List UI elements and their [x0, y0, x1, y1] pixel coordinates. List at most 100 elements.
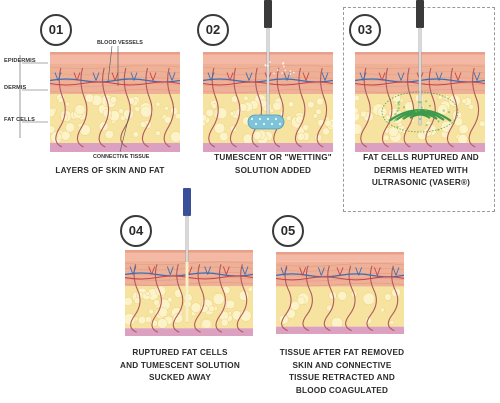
- solution-droplet: [258, 117, 262, 121]
- fat-cell: [139, 121, 147, 128]
- fat-cell: [157, 318, 168, 329]
- connective-strand: [76, 67, 88, 148]
- vessel-branch: [148, 266, 156, 275]
- ruptured-fat-fragment: [437, 128, 440, 131]
- ruptured-fat-fragment: [396, 126, 399, 129]
- vessel-branch: [129, 266, 137, 275]
- step-3-number: 03: [349, 14, 381, 46]
- fat-cell: [132, 131, 140, 138]
- fat-cell: [272, 101, 282, 111]
- fat-cell: [322, 127, 330, 136]
- fat-cell: [50, 125, 56, 134]
- fat-cell: [286, 115, 292, 121]
- panel-1-tissue: [50, 52, 180, 152]
- connective-strand: [360, 67, 371, 148]
- connective-strand: [294, 67, 306, 148]
- vessel-branch: [355, 267, 363, 276]
- ruptured-fat-fragment: [442, 109, 445, 112]
- muscle-band: [125, 328, 253, 336]
- ruptured-fat-fragment: [402, 106, 406, 109]
- fat-cell: [389, 320, 395, 325]
- panel-5-tissue: [276, 252, 404, 334]
- ruptured-fat-fragment: [393, 119, 396, 122]
- ruptured-fat-fragment: [394, 118, 398, 121]
- connective-strand: [208, 67, 219, 148]
- ruptured-fat-fragment: [397, 107, 400, 110]
- vessel-branch: [299, 267, 307, 276]
- tumescent-solution: [247, 114, 285, 130]
- fat-cell: [384, 293, 392, 301]
- vessel-branch: [130, 72, 138, 81]
- vessel-branch: [168, 72, 176, 81]
- fat-cell: [355, 123, 363, 135]
- ruptured-fat-fragment: [437, 120, 440, 123]
- fat-cell: [213, 122, 226, 134]
- fat-cell: [203, 113, 208, 123]
- fat-cell: [109, 96, 118, 104]
- fat-cell: [443, 94, 450, 101]
- aspirate-column: [185, 262, 189, 322]
- fat-cell: [316, 97, 324, 106]
- fat-cell: [448, 94, 461, 107]
- connective-strand: [316, 67, 328, 148]
- ruptured-fat-fragment: [397, 101, 400, 104]
- fat-cell: [314, 133, 323, 142]
- fat-cell: [296, 132, 306, 141]
- connective-strand: [215, 264, 226, 333]
- fat-cell: [218, 131, 229, 142]
- fat-cell: [437, 95, 443, 100]
- fat-cell: [243, 95, 249, 101]
- ruptured-fat-fragment: [420, 106, 424, 109]
- epidermis-layer: [276, 252, 404, 262]
- vessel-branch: [321, 72, 329, 81]
- fat-cell: [307, 101, 315, 109]
- vessel-branch: [241, 266, 249, 275]
- fat-cell: [457, 134, 469, 145]
- fat-cell: [315, 108, 322, 116]
- vessel-branch: [378, 72, 386, 81]
- fat-cell: [478, 120, 485, 128]
- ruptured-fat-fragment: [418, 109, 421, 112]
- vessel-branch: [226, 72, 234, 81]
- fat-cell: [458, 124, 469, 135]
- epidermis-layer: [125, 250, 253, 261]
- fat-cell: [190, 302, 202, 314]
- epidermis-layer: [50, 52, 180, 64]
- vessel-branch: [92, 72, 100, 81]
- fat-cell: [118, 108, 124, 115]
- fat-cell: [337, 291, 348, 301]
- connective-strand: [98, 67, 110, 148]
- solution-droplet: [254, 122, 258, 126]
- connective-strand: [130, 264, 141, 333]
- vessel-branch: [435, 72, 443, 81]
- connective-strand: [229, 67, 241, 148]
- vaser-probe-cannula: [418, 27, 422, 126]
- fat-cell: [247, 286, 253, 292]
- ruptured-fat-fragment: [415, 110, 418, 113]
- fat-cell: [155, 130, 161, 137]
- ultrasound-wave: [395, 110, 445, 121]
- connective-strand: [163, 67, 175, 148]
- wetting-dot: [273, 72, 275, 75]
- vessel-branch: [73, 72, 81, 81]
- fat-cell: [65, 122, 76, 133]
- fat-cell: [174, 112, 180, 120]
- fat-cell: [167, 296, 173, 303]
- fat-cell: [379, 307, 385, 313]
- connective-strand: [387, 265, 399, 332]
- vessel-branch: [302, 72, 310, 81]
- solution-droplet: [266, 117, 270, 121]
- connective-leader-line: [119, 111, 131, 153]
- muscle-band: [355, 143, 485, 152]
- muscle-band: [50, 143, 180, 152]
- vessel-branch: [111, 72, 119, 81]
- vessel-branch: [336, 267, 344, 276]
- vessel-leader-line: [107, 45, 119, 86]
- fat-cell: [65, 101, 71, 107]
- solution-droplet: [262, 122, 266, 126]
- connective-strand: [172, 264, 184, 333]
- epidermis-label: EPIDERMIS: [4, 58, 36, 64]
- vessel-branch: [359, 72, 367, 81]
- fat-cell: [238, 290, 250, 302]
